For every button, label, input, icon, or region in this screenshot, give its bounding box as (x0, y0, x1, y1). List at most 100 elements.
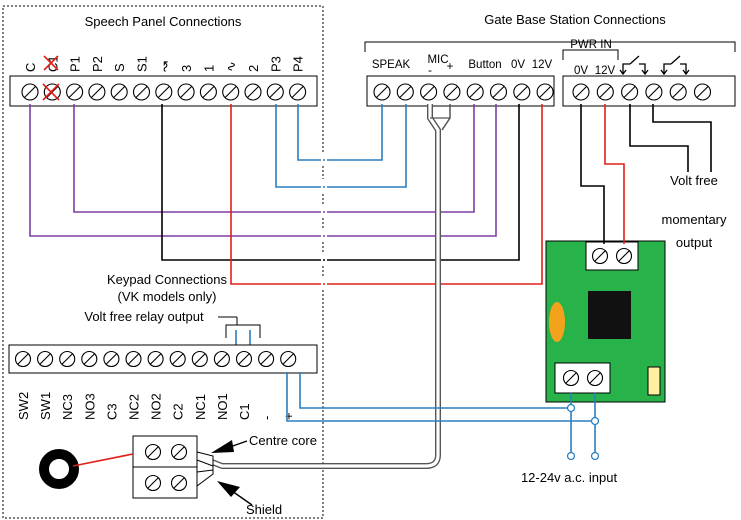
pwr-0v-label: 0V (574, 65, 588, 77)
wire-p4-blue (297, 104, 383, 161)
coax-top-screw-0 (144, 443, 162, 461)
keypad-terminal-label-12: + (281, 412, 296, 420)
speech-panel-screw-9 (222, 83, 240, 101)
speech-panel-screw-12 (289, 83, 307, 101)
dashed-wire-gaps (319, 159, 327, 285)
pwr-in-screw-2 (621, 83, 639, 101)
keypad-terminal-label-3: NO3 (82, 393, 97, 420)
speech-panel-terminal-label-9: ∿ (224, 61, 239, 72)
keypad-screw-11 (258, 350, 275, 368)
keypad-screw-2 (59, 350, 76, 368)
keypad-terminal-label-4: C3 (104, 403, 119, 420)
keypad-terminal-label-1: SW1 (38, 392, 53, 420)
keypad-terminal-label-11: - (259, 416, 274, 420)
wire-p1-purple (73, 104, 475, 213)
keypad-terminal-label-5: NC2 (127, 394, 142, 420)
keypad-screws (14, 350, 297, 368)
speech-panel-terminal-label-4: S (112, 63, 127, 72)
keypad-terminal-label-10: C1 (237, 403, 252, 420)
pwr-12v-label: 12V (595, 65, 616, 77)
keypad-screw-6 (147, 350, 164, 368)
gate-base-title: Gate Base Station Connections (484, 12, 666, 27)
wire-3-black (161, 104, 520, 261)
gate-base-screw-6 (513, 83, 531, 101)
centre-core-wire (72, 453, 134, 467)
wire-keypad-plus (299, 372, 572, 409)
wire-relay-out-1 (629, 104, 689, 172)
volt-free-line-2: momentary (661, 212, 727, 227)
gate-base-bracket (364, 41, 736, 52)
keypad-terminal-label-9: NO1 (215, 393, 230, 420)
wire-pwr-12v-red (604, 104, 625, 244)
shield-label: Shield (246, 502, 282, 517)
centre-core-arrow (211, 440, 248, 453)
12v-label: 12V (532, 59, 553, 71)
0v-label: 0V (511, 59, 525, 71)
keypad-screw-8 (191, 350, 208, 368)
speech-panel-screw-11 (266, 83, 284, 101)
gate-base-screws (373, 83, 554, 101)
volt-free-line-3: output (676, 235, 713, 250)
speech-panel-terminal-label-5: S1 (135, 56, 150, 72)
speech-panel-screw-8 (199, 83, 217, 101)
speech-panel-screw-4 (110, 83, 128, 101)
capacitor (549, 302, 565, 342)
bridge-rectifier (588, 291, 631, 339)
keypad-screw-1 (37, 350, 54, 368)
wire-keypad-minus (286, 372, 596, 422)
centre-core-label: Centre core (249, 433, 317, 448)
gate-base-screw-0 (373, 83, 391, 101)
speech-panel-screws (21, 83, 307, 101)
button-label: Button (468, 59, 501, 71)
keypad-screw-9 (213, 350, 230, 368)
gate-base-screw-3 (443, 83, 461, 101)
pwr-in-screw-0 (572, 83, 590, 101)
speech-panel-terminal-label-0: C (23, 63, 38, 72)
gate-base-screw-7 (536, 83, 554, 101)
keypad-screw-12 (280, 350, 297, 368)
speech-panel-screw-5 (132, 83, 151, 101)
wire-relay-out-2 (652, 104, 712, 172)
volt-free-line-1: Volt free (670, 173, 718, 188)
pwr-in-screw-5 (693, 83, 712, 101)
keypad-screw-10 (235, 350, 253, 368)
pwr-in-screw-1 (596, 83, 614, 101)
relay-output-bracket (225, 324, 261, 338)
gate-base-screw-2 (420, 83, 438, 101)
relay-output-label: Volt free relay output (84, 309, 204, 324)
speech-panel-screw-0 (21, 83, 39, 101)
keypad-terminal-label-7: C2 (171, 403, 186, 420)
fuse (647, 366, 661, 396)
coax-screws (144, 443, 188, 492)
speech-panel-terminal-label-2: P1 (68, 56, 83, 72)
speak-label: SPEAK (372, 59, 411, 71)
speech-panel-terminal-label-12: P4 (291, 56, 306, 72)
wire-c-purple (29, 104, 497, 237)
c1-cross-mark (43, 55, 59, 71)
keypad-screw-4 (103, 350, 120, 368)
speech-panel-screw-10 (244, 83, 262, 101)
keypad-screw-7 (169, 350, 186, 368)
coax-cable-end-icon (39, 449, 79, 489)
pwr-in-label: PWR IN (570, 39, 612, 51)
speech-panel-terminal-label-11: P3 (268, 56, 283, 72)
pwr-in-screw-4 (669, 83, 687, 101)
pwr-in-screws (572, 83, 712, 101)
keypad-terminal-label-8: NC1 (193, 394, 208, 420)
wire-p3-blue (275, 104, 407, 188)
speech-panel-screw-7 (177, 83, 195, 101)
speech-panel-terminal-label-7: 3 (179, 65, 194, 72)
coax-bottom-screw-0 (144, 474, 162, 492)
mic-minus-label: - (428, 65, 432, 77)
keypad-screw-3 (81, 350, 98, 368)
speech-panel-screw-6 (155, 83, 173, 101)
keypad-screw-5 (125, 350, 142, 368)
wire-2-red (230, 104, 543, 285)
mic-label: MIC (427, 54, 448, 66)
shield-arrow (217, 481, 253, 506)
speech-panel-title: Speech Panel Connections (85, 14, 242, 29)
speech-panel-terminal-label-10: 2 (246, 65, 261, 72)
ac-input-junctions (566, 403, 600, 461)
